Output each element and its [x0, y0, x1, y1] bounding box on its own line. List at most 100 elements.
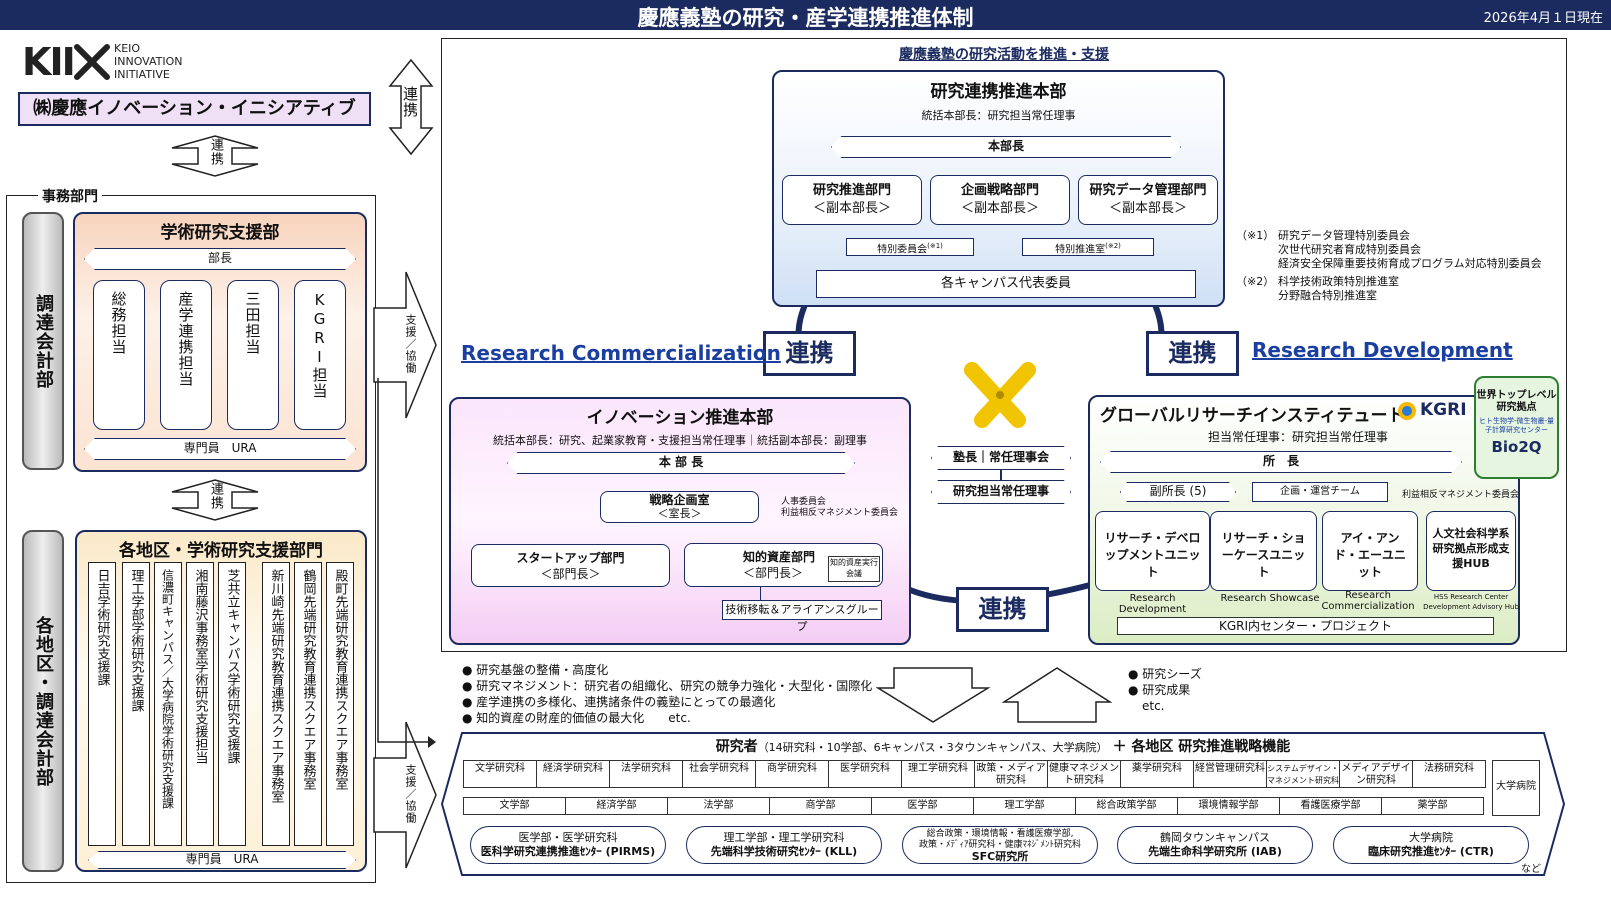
grad-cell: システムデザイン・マネジメント研究科 [1266, 760, 1340, 788]
undergrad-cell: 看護医療学部 [1279, 797, 1382, 815]
grad-cell: 法学研究科 [609, 760, 683, 788]
kgri-team: 企画・運営チーム [1252, 482, 1388, 502]
grad-cell: 健康マネジメント研究科 [1047, 760, 1121, 788]
honbu-head: 本部長 [831, 136, 1181, 158]
rd-heading: Research Development [1252, 338, 1513, 362]
support-arrow-icon [373, 721, 437, 869]
chiku-staff: 専門員 URA [88, 851, 356, 869]
honbu-dept: 研究データ管理部門＜副本部長＞ [1078, 175, 1218, 225]
kgri-unit-sub: Research Showcase [1220, 593, 1320, 604]
kgri-unit-sub: Research Commercialization [1321, 590, 1415, 612]
kgri-projects: KGRI内センター・プロジェクト [1117, 617, 1494, 635]
gakujutsu-item: KGRI担当 [294, 280, 346, 430]
undergrad-cell: 商学部 [769, 797, 872, 815]
chiku-item: 湘南藤沢事務室学術研究支援担当 [186, 562, 214, 846]
chiku-item: 信濃町キャンパス／大学病院学術研究支援課 [154, 562, 182, 846]
gakujutsu-staff: 専門員 URA [84, 438, 356, 460]
logo-line1: KEIO [114, 42, 141, 55]
kgri-logo: KGRI [1396, 400, 1467, 426]
date-label: 2026年4月１日現在 [1483, 11, 1603, 26]
chiku-item: 新川崎先端研究教育連携スクエア事務室 [262, 562, 290, 846]
grad-cell: メディアデザイン研究科 [1339, 760, 1413, 788]
innov-committees: 人事委員会利益相反マネジメント委員会 [781, 497, 899, 518]
kii-company-box: ㈱慶應イノベーション・イニシアティブ [18, 92, 371, 126]
grad-cell: 理工学研究科 [901, 760, 975, 788]
director-box: 研究担当常任理事 [931, 480, 1071, 504]
logo-line3: INITIATIVE [114, 68, 170, 81]
campus-reps: 各キャンパス代表委員 [816, 270, 1196, 298]
support-label-1: 支援／協働 [404, 314, 417, 374]
gakujutsu-item: 三田担当 [227, 280, 279, 430]
bullets-left: ● 研究基盤の整備・高度化 ● 研究マネジメント：研究者の組織化、研究の競争力強… [462, 663, 873, 725]
undergrad-cell: 薬学部 [1381, 797, 1484, 815]
undergrad-row: 文学部 経済学部 法学部 商学部 医学部 理工学部 総合政策学部 環境情報学部 … [463, 797, 1487, 815]
committee1: 特別委員会(※1) [846, 238, 974, 256]
kii-logo: KII KEIO INNOVATION INITIATIVE [22, 40, 202, 85]
kgri-vice: 副所長 (5) [1120, 482, 1236, 502]
connector-line [377, 378, 436, 748]
researchers-title: 研究者（14研究科・10学部、6キャンパス・3タウンキャンパス、大学病院） ＋ … [715, 739, 1291, 755]
grad-cell: 法務研究科 [1412, 760, 1486, 788]
undergrad-cell: 法学部 [667, 797, 770, 815]
chiku-title: 各地区・学術研究支援部門 [119, 541, 323, 561]
senryaku-box: 戦略企画室＜室長＞ [600, 491, 759, 523]
honbu-lead: 統括本部長：研究担当常任理事 [921, 109, 1076, 122]
jimu-frame [6, 195, 376, 883]
undergrad-cell: 医学部 [871, 797, 974, 815]
kii-cross-icon [74, 44, 110, 80]
kgri-unit-sub: HSS Research Center Development Advisory… [1423, 593, 1519, 611]
kgri-unit: リサーチ・デベロップメントユニット [1095, 511, 1210, 591]
kgri-unit: 人文社会科学系研究拠点形成支援HUB [1426, 511, 1516, 591]
chiku-item: 芝共立キャンパス学術研究支援課 [218, 562, 246, 846]
institute: 医学部・医学研究科医科学研究連携推進ｾﾝﾀｰ (PIRMS) [470, 826, 666, 864]
kgri-title: グローバルリサーチインスティテュート [1100, 406, 1405, 426]
chiku-item: 日吉学術研究支援課 [88, 562, 116, 846]
grad-cell: 文学研究科 [463, 760, 537, 788]
double-arrow-icon [171, 135, 259, 177]
honbu-title: 研究連携推進本部 [930, 82, 1067, 102]
kgri-unit: アイ・アンド・エーユニット [1322, 511, 1418, 591]
bio2q-logo: Bio2Q [1491, 438, 1542, 456]
logo-line2: INNOVATION [114, 55, 183, 68]
grad-cell: 政策・メディア研究科 [974, 760, 1048, 788]
grad-cell: 社会学研究科 [682, 760, 756, 788]
chiku-item: 理工学部学術研究支援課 [122, 562, 150, 846]
undergrad-cell: 環境情報学部 [1177, 797, 1280, 815]
keio-pen-icon [964, 362, 1036, 428]
main-banner: 慶應義塾の研究活動を推進・支援 [899, 47, 1109, 63]
support-arrow-icon [373, 271, 437, 419]
gakujutsu-item: 総務担当 [93, 280, 145, 430]
gakujutsu-head: 部長 [84, 248, 356, 270]
chotatsu-box: 調達会計部 [22, 212, 64, 470]
main-frame [441, 38, 1567, 652]
flow-arrows-icon [876, 667, 1112, 723]
renkei-box-right: 連携 [1146, 331, 1239, 376]
chizai-connector [760, 587, 761, 600]
chizai-note: 知的資産実行会議 [828, 556, 880, 582]
undergrad-cell: 理工学部 [973, 797, 1076, 815]
bullets-right: ● 研究シーズ ● 研究成果 etc. [1128, 667, 1202, 713]
grad-cell: 経済学研究科 [536, 760, 610, 788]
notes: （※1）研究データ管理特別委員会次世代研究者育成特別委員会経済安全保障重要技術育… [1236, 229, 1542, 302]
kgri-unit: リサーチ・ショーケースユニット [1210, 511, 1317, 591]
renkei-v-label: 連携 [401, 86, 419, 118]
institute: 総合政策・環境情報・看護医療学部,政策・ﾒﾃﾞｨｱ研究科・健康ﾏﾈｼﾞﾒﾝﾄ研究… [902, 826, 1098, 864]
chiku-chotatsu-box: 各地区・調達会計部 [22, 530, 64, 872]
board-box: 塾長｜常任理事会 [931, 446, 1071, 470]
chiku-item: 殿町先端研究教育連携スクエア事務室 [326, 562, 354, 846]
hospital-cell: 大学病院 [1492, 760, 1540, 816]
kgri-unit-sub: Research Development [1118, 593, 1187, 615]
honbu-dept: 企画戦略部門＜副本部長＞ [930, 175, 1070, 225]
committee2: 特別推進室(※2) [1022, 238, 1154, 256]
double-arrow-v-icon [388, 58, 434, 156]
wpi-title: 世界トップレベル研究拠点 [1476, 390, 1557, 413]
tech-transfer: 技術移転＆アライアンスグループ [722, 600, 882, 633]
institute: 鶴岡タウンキャンパス先端生命科学研究所 (IAB) [1117, 826, 1313, 864]
grad-row: 文学研究科 経済学研究科 法学研究科 社会学研究科 商学研究科 医学研究科 理工… [463, 760, 1487, 788]
gakujutsu-item: 産学連携担当 [160, 280, 212, 430]
support-label-2: 支援／協働 [404, 764, 417, 824]
grad-cell: 医学研究科 [828, 760, 902, 788]
double-arrow-icon [171, 479, 259, 521]
innov-lead: 統括本部長：研究、起業家教育・支援担当常任理事｜統括副本部長：副理事 [493, 434, 867, 447]
chiku-chotatsu-label: 各地区・調達会計部 [33, 615, 54, 787]
